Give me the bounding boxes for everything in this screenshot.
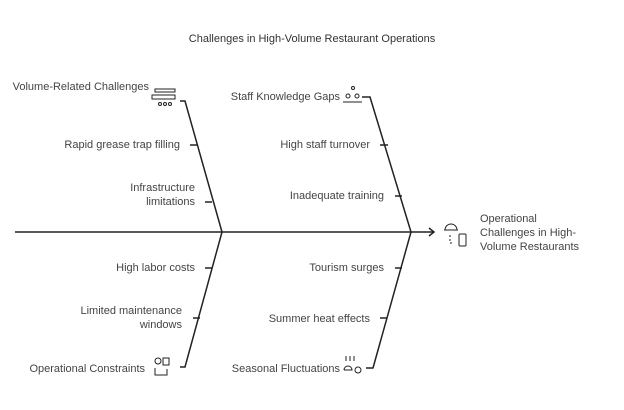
- cause-label: Inadequate training: [289, 190, 384, 202]
- bone-operational: [180, 231, 223, 368]
- bone-staff: [362, 96, 412, 233]
- heat-steam-icon: [343, 356, 362, 374]
- cause-label: Infrastructure limitations: [130, 182, 195, 208]
- cause-label: High labor costs: [116, 262, 195, 274]
- restaurant-cloche-phone-icon: [444, 223, 467, 247]
- bone-volume: [180, 100, 223, 233]
- cause-label: High staff turnover: [280, 139, 370, 151]
- checklist-worker-icon: [154, 357, 170, 376]
- cause-label: Rapid grease trap filling: [64, 139, 180, 151]
- staff-training-icon: [343, 86, 362, 103]
- cause-label: Tourism surges: [309, 262, 384, 274]
- cause-label: Summer heat effects: [268, 313, 370, 325]
- category-label-volume: Volume-Related Challenges: [12, 81, 149, 93]
- bone-seasonal: [366, 231, 412, 369]
- diagram-title: Challenges in High-Volume Restaurant Ope…: [188, 33, 436, 45]
- kitchen-equipment-icon: [151, 88, 176, 106]
- category-label-seasonal: Seasonal Fluctuations: [231, 363, 340, 375]
- arrow-head: [428, 227, 436, 237]
- category-label-operational: Operational Constraints: [29, 363, 145, 375]
- effect-label: Operational Challenges in High-Volume Re…: [480, 213, 580, 253]
- cause-label: Limited maintenance windows: [80, 305, 182, 331]
- category-label-staff: Staff Knowledge Gaps: [230, 91, 340, 103]
